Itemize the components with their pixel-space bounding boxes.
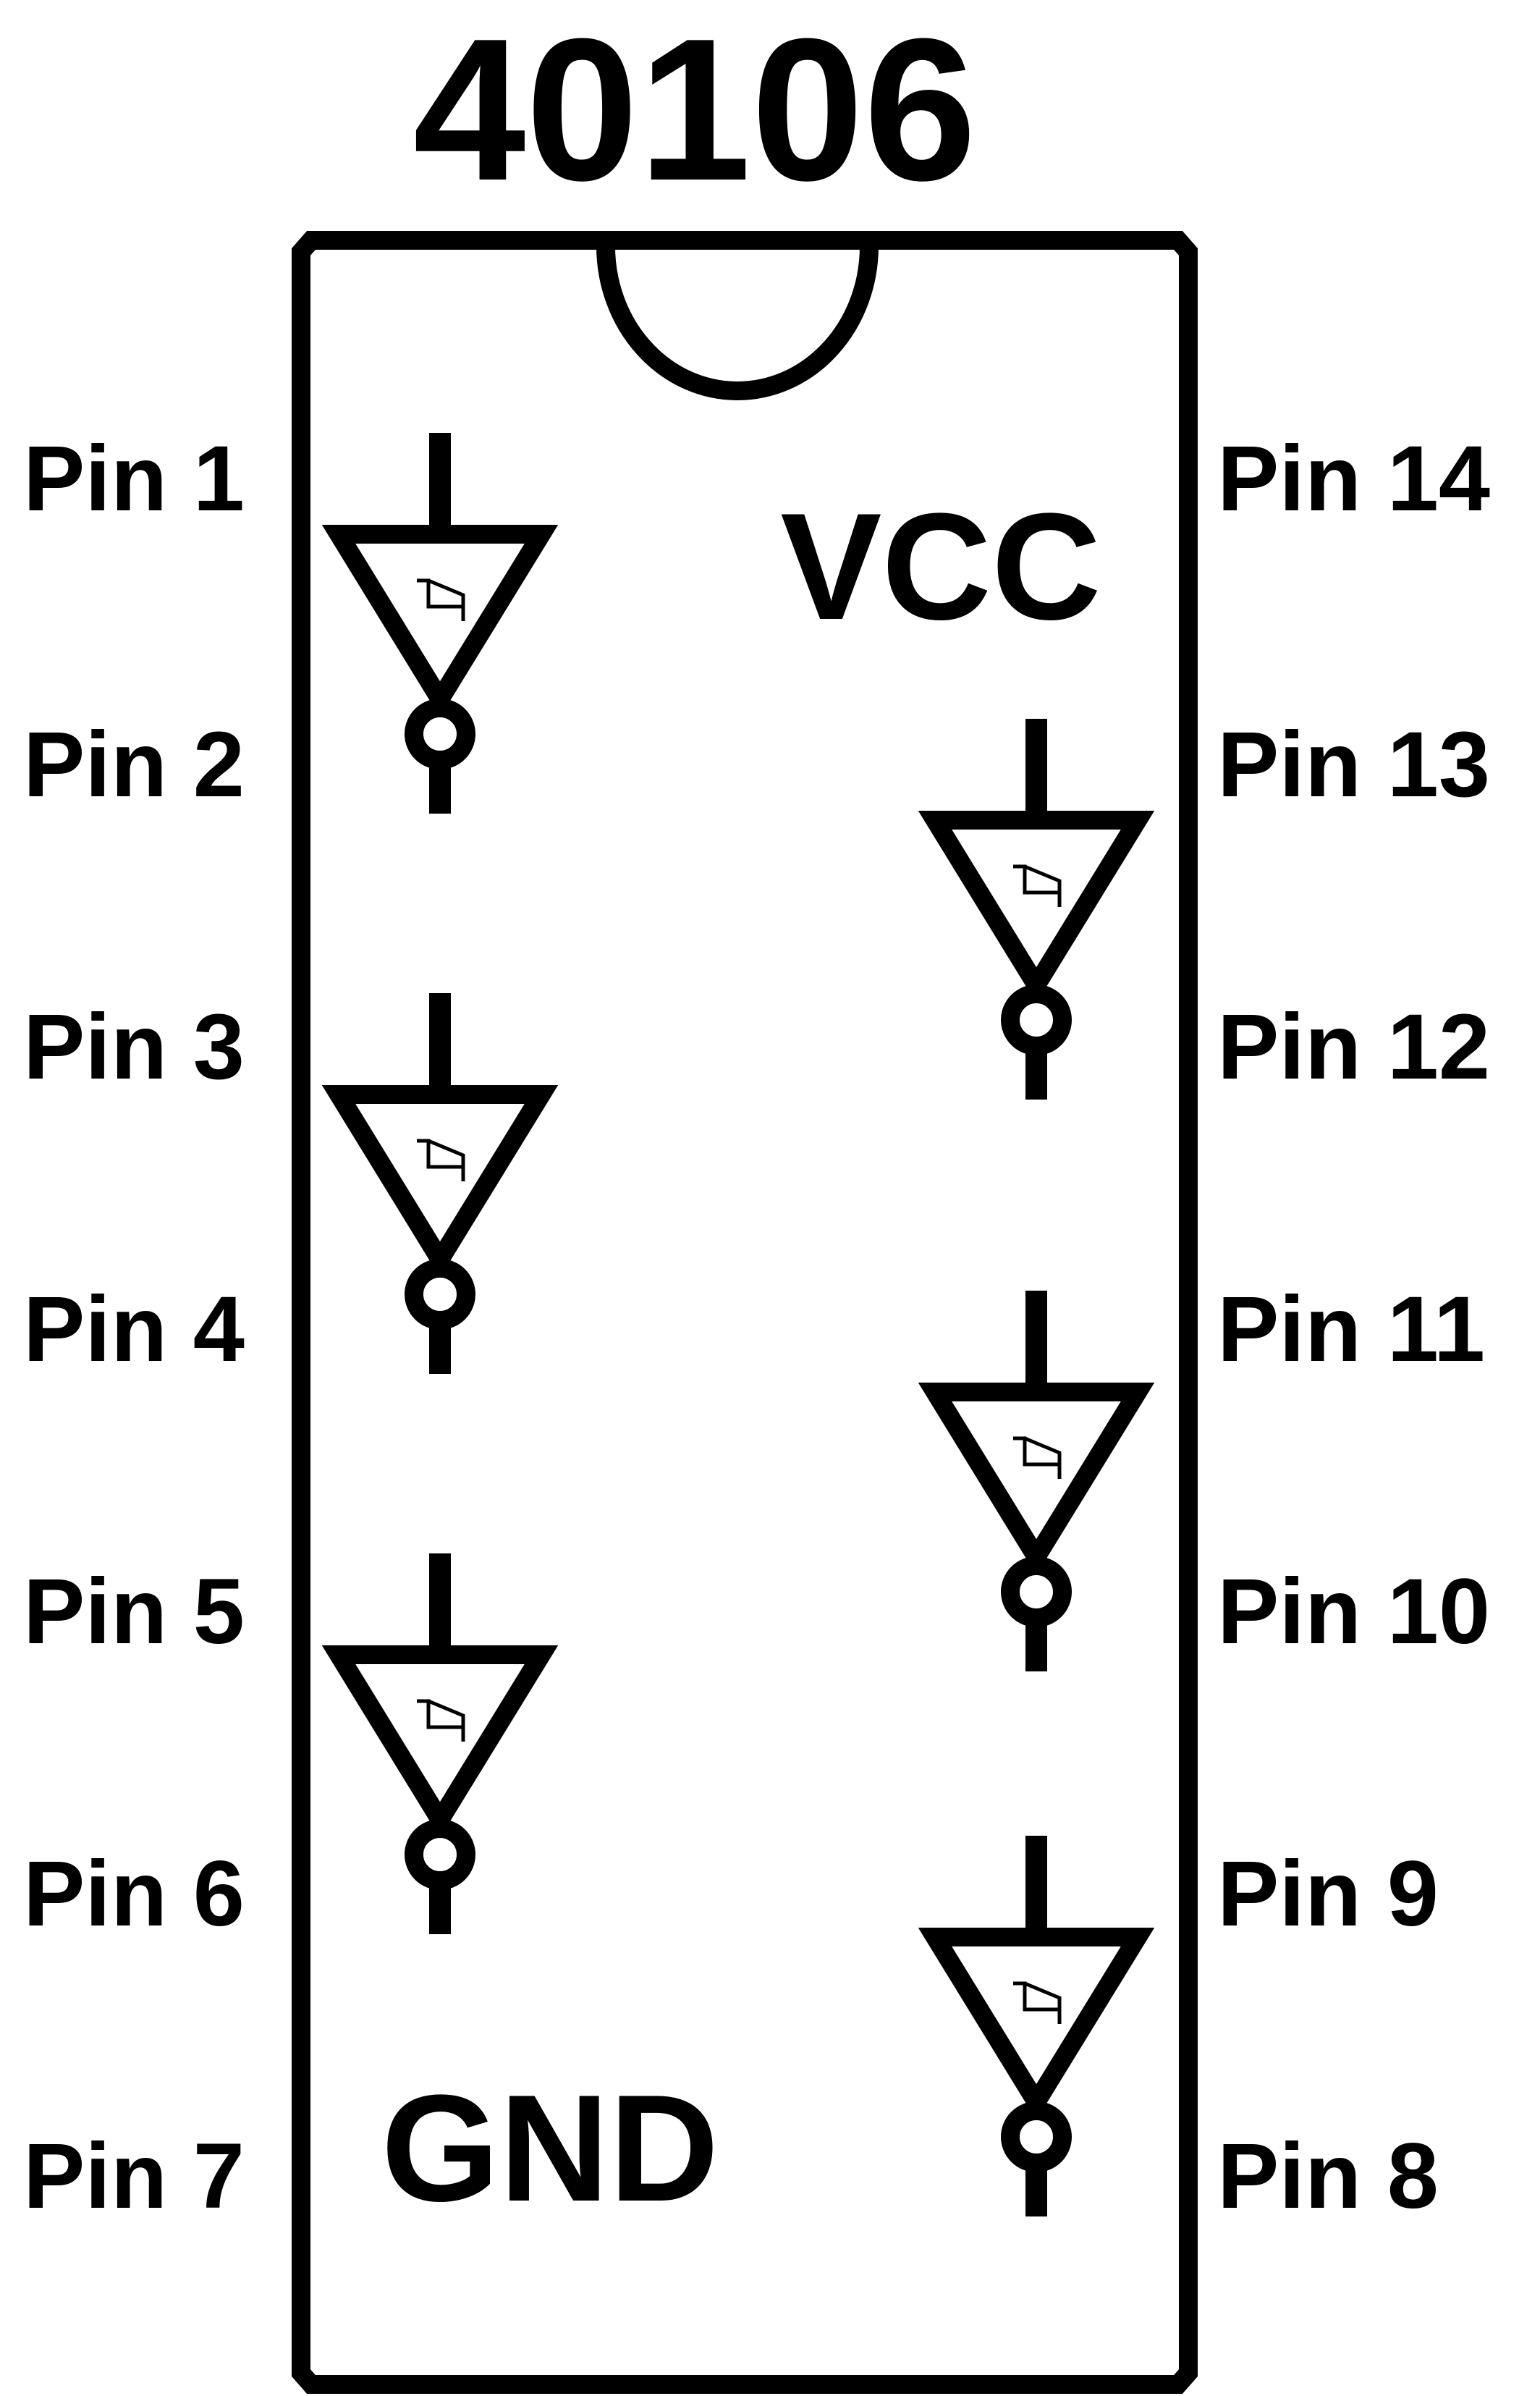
pin-6-label: Pin 6 bbox=[23, 1842, 245, 1946]
gate-1-inverter-bubble bbox=[405, 699, 475, 769]
pin-14-label: Pin 14 bbox=[1217, 427, 1490, 531]
ic-body bbox=[292, 231, 1198, 2394]
schmitt-inverter-icon bbox=[417, 1139, 465, 1181]
pin-13-label: Pin 13 bbox=[1217, 713, 1490, 817]
gate-2-triangle bbox=[321, 1085, 559, 1278]
ic-notch bbox=[596, 245, 879, 400]
pin-12-label: Pin 12 bbox=[1217, 995, 1490, 1099]
gate-3-triangle bbox=[321, 1645, 559, 1838]
gnd-label: GND bbox=[381, 2063, 719, 2233]
schmitt-inverter-icon bbox=[417, 578, 465, 621]
gate-1-triangle bbox=[321, 525, 559, 717]
chip-title: 40106 bbox=[413, 0, 977, 223]
schmitt-inverter-icon bbox=[417, 1699, 465, 1742]
gate-3-inverter-bubble bbox=[405, 1819, 475, 1890]
gate-3 bbox=[321, 1553, 559, 1934]
pin-10-label: Pin 10 bbox=[1217, 1560, 1490, 1663]
gate-2 bbox=[321, 993, 559, 1374]
pin-11-label: Pin 11 bbox=[1217, 1278, 1485, 1381]
gate-1 bbox=[321, 433, 559, 814]
pin-2-label: Pin 2 bbox=[23, 713, 245, 817]
gate-4-inverter-bubble bbox=[1001, 984, 1072, 1055]
gate-6-triangle bbox=[918, 1928, 1155, 2120]
gate-5 bbox=[918, 1291, 1155, 1671]
pin-9-label: Pin 9 bbox=[1217, 1842, 1439, 1946]
schmitt-inverter-icon bbox=[1013, 1436, 1062, 1479]
pin-7-label: Pin 7 bbox=[23, 2125, 245, 2228]
gate-5-triangle bbox=[918, 1383, 1155, 1575]
vcc-label: VCC bbox=[780, 481, 1101, 651]
pin-5-label: Pin 5 bbox=[23, 1560, 245, 1663]
gate-2-inverter-bubble bbox=[405, 1259, 475, 1330]
gates-layer bbox=[321, 433, 1155, 2216]
schmitt-inverter-icon bbox=[1013, 1981, 1062, 2024]
right-pin-labels: Pin 14 Pin 13 Pin 12 Pin 11 Pin 10 Pin 9… bbox=[1217, 427, 1490, 2228]
gate-4 bbox=[918, 719, 1155, 1100]
pin-8-label: Pin 8 bbox=[1217, 2125, 1439, 2228]
gate-5-inverter-bubble bbox=[1001, 1556, 1072, 1627]
pin-3-label: Pin 3 bbox=[23, 995, 245, 1099]
gate-4-triangle bbox=[918, 811, 1155, 1003]
pin-1-label: Pin 1 bbox=[23, 427, 245, 531]
left-pin-labels: Pin 1 Pin 2 Pin 3 Pin 4 Pin 5 Pin 6 Pin … bbox=[23, 427, 245, 2228]
gate-6 bbox=[918, 1836, 1155, 2216]
schmitt-inverter-icon bbox=[1013, 864, 1062, 907]
pin-4-label: Pin 4 bbox=[23, 1278, 245, 1381]
gate-6-inverter-bubble bbox=[1001, 2101, 1072, 2172]
